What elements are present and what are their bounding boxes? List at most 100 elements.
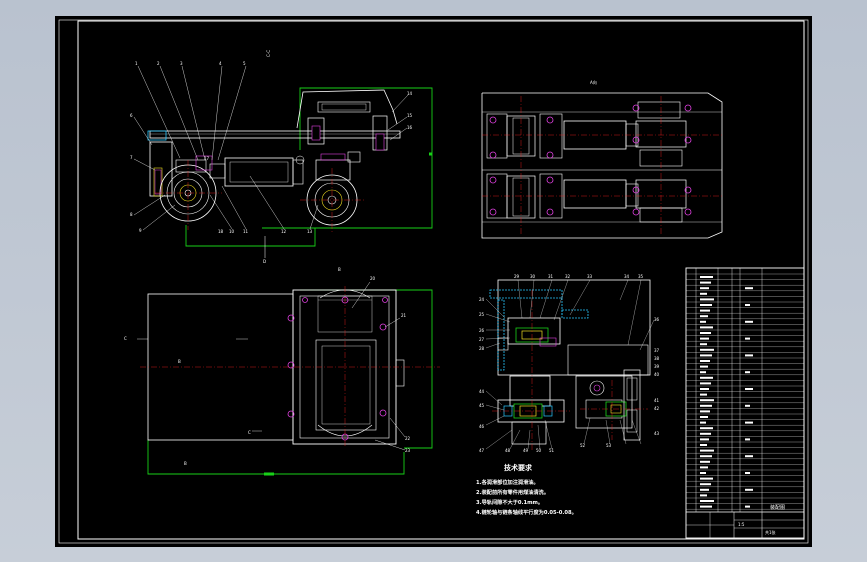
parts-list-cell-mark [700, 460, 710, 463]
callout-label: 35 [638, 274, 644, 279]
callout-label: 20 [370, 276, 376, 281]
parts-list-cell-mark [745, 287, 753, 290]
plan-view [137, 281, 440, 476]
section-label-b-left: B [178, 359, 181, 364]
section-label-b-top: B [338, 267, 341, 272]
callout-label: 5 [243, 61, 246, 66]
callout-label: 53 [606, 443, 612, 448]
parts-list-cell-mark [700, 276, 713, 278]
callout-label: 23 [405, 448, 411, 453]
parts-list-cell-mark [700, 416, 708, 418]
callout-label: 17 [204, 156, 210, 161]
callout-label: 46 [479, 424, 485, 429]
parts-list-cell-mark [700, 393, 707, 396]
view-a-top-plan [481, 92, 723, 239]
parts-list-cell-mark [745, 455, 753, 458]
parts-list-cell-mark [700, 309, 710, 312]
callout-label: 47 [479, 448, 485, 453]
callout-label: 3 [180, 61, 183, 66]
section-label-d: D [263, 259, 266, 264]
callout-label: 51 [549, 448, 555, 453]
tech-requirement-item: 4.链轮轴与链条轴线平行度为0.05-0.08。 [476, 508, 577, 516]
parts-list-cell-mark [700, 332, 711, 334]
callout-label: 29 [514, 274, 520, 279]
callout-label: 28 [479, 346, 485, 351]
callout-label: 33 [587, 274, 593, 279]
callout-label: 45 [479, 403, 485, 408]
parts-list-cell-mark [700, 427, 713, 430]
sheet-outer-border [58, 19, 809, 544]
callout-label: 11 [243, 229, 249, 234]
parts-list-cell-mark [700, 483, 711, 486]
parts-list-cell-mark [700, 348, 714, 351]
parts-list-cell-mark [700, 360, 710, 362]
tech-requirement-item: 3.导轨间隙不大于0.1mm。 [476, 498, 543, 506]
tech-requirement-item: 2.装配前所有零件用煤油清洗。 [476, 488, 549, 496]
view-a-label: A向 [590, 79, 597, 85]
section-view-b-b [485, 279, 655, 450]
callout-label: 38 [654, 356, 660, 361]
callout-label: 10 [229, 229, 235, 234]
callout-label: 18 [218, 229, 224, 234]
callout-label: 7 [130, 155, 133, 160]
parts-list-cell-mark [745, 320, 753, 323]
callout-label: 4 [219, 61, 222, 66]
parts-list-cell-mark [700, 320, 706, 323]
callout-label: 44 [479, 389, 485, 394]
callout-label: 31 [548, 274, 554, 279]
callout-label: 50 [536, 448, 542, 453]
callout-label: 39 [654, 364, 660, 369]
callout-label: 26 [479, 328, 485, 333]
parts-list-cell-mark [700, 505, 712, 508]
parts-list-cell-mark [700, 500, 714, 502]
section-label-c-mid: C [248, 430, 251, 435]
parts-list-cell-mark [745, 354, 753, 357]
callout-label: 25 [479, 312, 485, 317]
parts-list-cell-mark [700, 292, 707, 295]
parts-list-cell-mark [745, 337, 750, 340]
callout-label: 24 [479, 297, 485, 302]
parts-list-cell-mark [700, 410, 710, 413]
parts-list-cell-mark [745, 438, 750, 441]
callout-label: 22 [405, 436, 411, 441]
parts-list-cell-mark [700, 365, 708, 368]
parts-list-cell-mark [700, 477, 713, 480]
parts-list-cell-mark [745, 371, 750, 374]
parts-list-cell-mark [700, 287, 709, 290]
parts-list-cell-mark [745, 505, 750, 508]
parts-list-table [685, 267, 805, 539]
parts-list-cell-mark [700, 472, 706, 474]
tech-requirements-title: 技术要求 [504, 463, 533, 472]
callout-label: 37 [654, 348, 660, 353]
title-block-scale: 1:5 [738, 522, 745, 527]
parts-list-cell-mark [745, 404, 750, 407]
callout-label: 40 [654, 372, 660, 377]
parts-list-cell-mark [700, 371, 706, 374]
parts-list-cell-mark [700, 388, 709, 390]
parts-list-cell-mark [700, 494, 707, 497]
title-block-drawing-name: 装配图 [770, 504, 785, 511]
parts-list-cell-mark [745, 472, 750, 474]
section-label-b-bottom: B [184, 461, 187, 466]
parts-list-cell-mark [700, 404, 712, 407]
callout-label: 30 [530, 274, 536, 279]
parts-list-cell-mark [700, 421, 706, 424]
callout-label: 15 [407, 113, 413, 118]
callout-label: 49 [523, 448, 529, 453]
callout-label: 13 [307, 229, 313, 234]
parts-list-cell-mark [700, 438, 709, 441]
parts-list-cell-mark [700, 432, 711, 435]
parts-list-cell-mark [745, 304, 750, 306]
section-label-c-c: C-C [266, 50, 271, 57]
callout-label: 48 [505, 448, 511, 453]
front-view [133, 65, 433, 258]
callout-label: 2 [157, 61, 160, 66]
parts-list-cell-mark [700, 376, 713, 379]
parts-list-cell-mark [700, 304, 712, 306]
callout-label: 41 [654, 398, 660, 403]
callout-label: 43 [654, 431, 660, 436]
callout-label: 6 [130, 113, 133, 118]
parts-list-cell-mark [700, 382, 711, 385]
